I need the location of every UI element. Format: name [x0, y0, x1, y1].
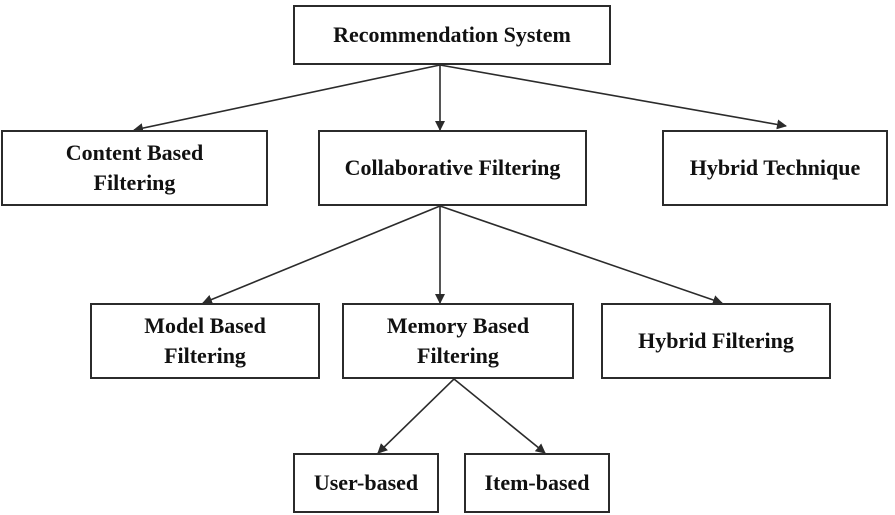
arrow-memory-based-to-user-based	[377, 378, 455, 454]
memory-based-filtering-node: Memory Based Filtering	[342, 303, 574, 379]
arrow-collaborative-to-model-based	[202, 205, 441, 305]
user-based-label: User-based	[313, 470, 419, 495]
model-based-label-line1: Model Based	[144, 313, 266, 338]
edge-group	[133, 64, 787, 454]
hybrid-filtering-node: Hybrid Filtering	[601, 303, 831, 379]
root-node-label: Recommendation System	[333, 22, 571, 47]
model-based-filtering-node: Model Based Filtering	[90, 303, 320, 379]
model-based-label-line2: Filtering	[164, 343, 246, 368]
arrow-root-to-hybrid-technique	[439, 64, 787, 130]
collaborative-filtering-node: Collaborative Filtering	[318, 130, 587, 206]
hybrid-filtering-label: Hybrid Filtering	[638, 328, 794, 353]
collaborative-filtering-label: Collaborative Filtering	[344, 155, 561, 180]
arrow-collaborative-to-hybrid-filtering	[439, 205, 723, 305]
arrow-memory-based-to-item-based	[453, 378, 546, 454]
arrow-root-to-content-based	[133, 64, 441, 134]
item-based-label: Item-based	[484, 470, 590, 495]
content-based-label-line2: Filtering	[93, 170, 176, 195]
memory-based-label-line2: Filtering	[417, 343, 499, 368]
content-based-filtering-node: Content Based Filtering	[1, 130, 268, 206]
item-based-node: Item-based	[464, 453, 610, 513]
hybrid-technique-label: Hybrid Technique	[689, 155, 861, 180]
content-based-label-line1: Content Based	[65, 140, 204, 165]
root-node: Recommendation System	[293, 5, 611, 65]
hybrid-technique-node: Hybrid Technique	[662, 130, 888, 206]
memory-based-label-line1: Memory Based	[386, 313, 530, 338]
user-based-node: User-based	[293, 453, 439, 513]
